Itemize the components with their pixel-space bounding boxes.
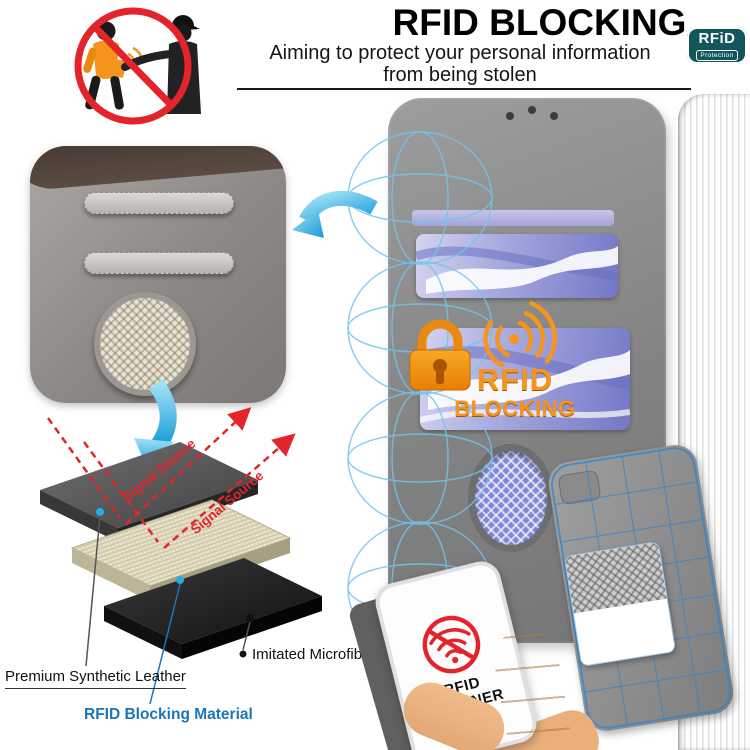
arrow-left-icon — [292, 190, 378, 238]
card-slots-photo — [30, 146, 286, 403]
no-wifi-icon — [422, 615, 481, 674]
scanner-phone: RFID SCANNER — [371, 557, 541, 750]
rfid-blocking-line1: RFID — [476, 362, 554, 397]
label-connectors — [85, 508, 254, 705]
subtitle-line1: Aiming to protect your personal informat… — [269, 42, 651, 64]
bank-card — [416, 234, 618, 298]
rfid-mesh-window — [94, 292, 196, 396]
scanned-card — [563, 541, 677, 667]
strap-hole — [506, 112, 514, 120]
case-cover-edge — [30, 146, 286, 193]
signal-rays — [46, 407, 296, 549]
card-pattern — [564, 542, 667, 614]
card-edge — [412, 210, 614, 226]
label-rfid-blocking-material: RFID Blocking Material — [84, 706, 253, 723]
strap-hole — [528, 106, 536, 114]
badge-caption: Protection — [696, 50, 738, 61]
rfid-blocking-line2: BLOCKING — [454, 396, 576, 421]
anti-theft-illustration — [74, 7, 201, 125]
divider — [237, 88, 691, 90]
strap-hole — [550, 112, 558, 120]
subtitle-line2: from being stolen — [383, 64, 537, 86]
label-premium-synthetic-leather: Premium Synthetic Leather — [5, 668, 186, 689]
badge-brand: RFiD — [698, 30, 736, 47]
card-slot — [84, 192, 234, 214]
rfid-blocking-label: RFID BLOCKING — [448, 364, 582, 422]
label-imitated-microfiber: Imitated Microfiber — [252, 646, 376, 663]
lock-icon — [409, 319, 471, 391]
subtitle: Aiming to protect your personal informat… — [225, 42, 695, 86]
material-layers-diagram: Signal Source Signal Source — [40, 379, 322, 705]
card-slot — [84, 252, 234, 274]
rfid-protection-badge: RFiD Protection — [687, 27, 747, 64]
layer-microfiber — [104, 558, 322, 659]
rfid-waves-icon — [483, 301, 557, 368]
no-entry-icon — [74, 7, 192, 125]
page-title: RFID BLOCKING — [392, 2, 687, 43]
